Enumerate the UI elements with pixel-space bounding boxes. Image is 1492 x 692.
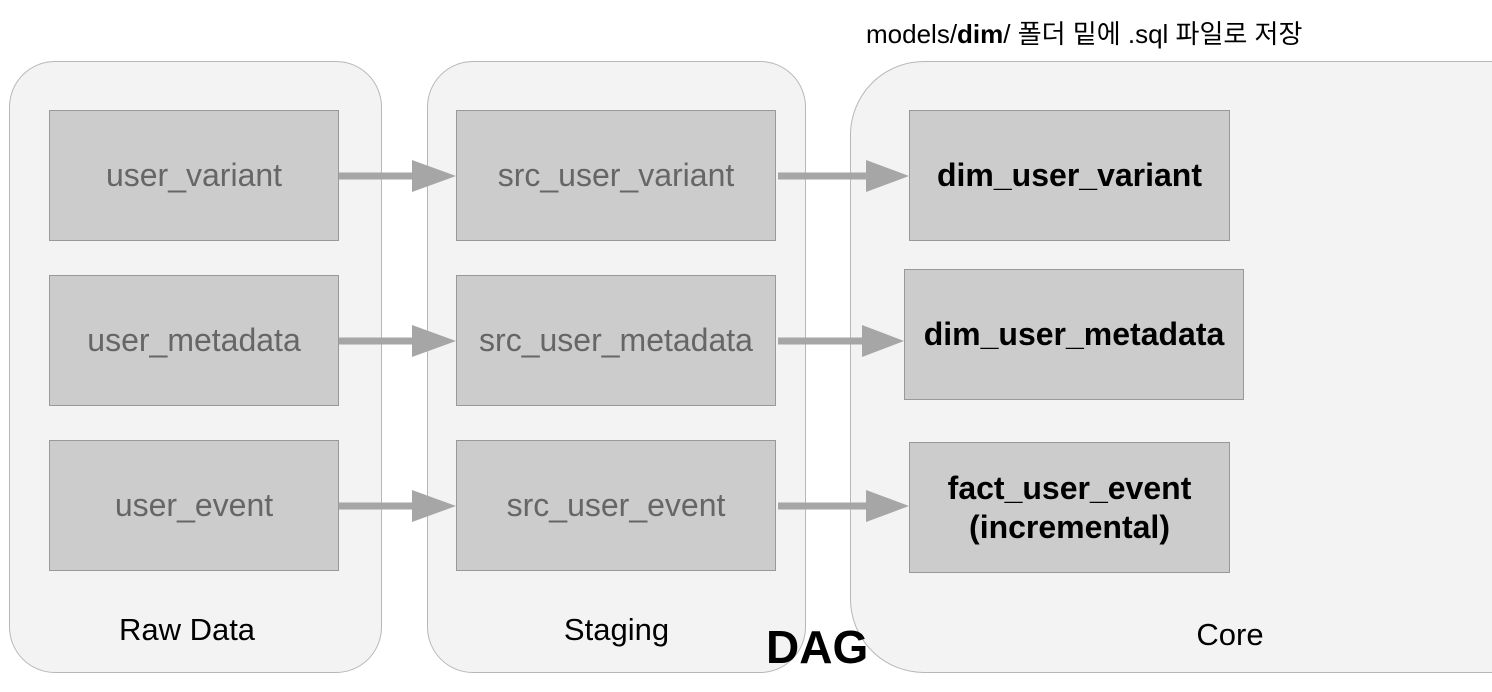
core-label: Core [1196, 617, 1264, 652]
core-item-dim-user-variant: dim_user_variant [909, 110, 1230, 241]
folder-note: models/dim/ 폴더 밑에 .sql 파일로 저장 [866, 14, 1302, 51]
arrow-raw-to-staging-metadata [339, 325, 456, 357]
core-item-label: fact_user_event [947, 470, 1192, 507]
arrow-staging-to-core-event [778, 490, 909, 522]
core-item-label: dim_user_variant [936, 157, 1202, 194]
core-item-label: dim_user_metadata [923, 316, 1225, 353]
arrow-raw-to-staging-variant [339, 160, 456, 192]
raw-item-user-variant: user_variant [49, 110, 339, 241]
note-prefix: models/ [866, 19, 958, 49]
raw-item-user-metadata: user_metadata [49, 275, 339, 406]
staging-item-src-user-metadata: src_user_metadata [456, 275, 776, 406]
raw-item-user-event: user_event [49, 440, 339, 571]
core-item-sublabel: (incremental) [969, 508, 1170, 545]
note-suffix: / 폴더 밑에 .sql 파일로 저장 [1003, 19, 1303, 49]
staging-label: Staging [563, 612, 670, 647]
arrow-staging-to-core-variant [778, 160, 909, 192]
arrow-staging-to-core-metadata [778, 325, 904, 357]
raw-data-label: Raw Data [118, 612, 256, 647]
core-item-fact-user-event: fact_user_event (incremental) [909, 442, 1230, 573]
arrow-raw-to-staging-event [339, 490, 456, 522]
note-bold: dim [957, 19, 1004, 49]
staging-item-src-user-variant: src_user_variant [456, 110, 776, 241]
staging-item-src-user-event: src_user_event [456, 440, 776, 571]
core-item-dim-user-metadata: dim_user_metadata [904, 269, 1244, 400]
dag-title: DAG [766, 621, 869, 673]
